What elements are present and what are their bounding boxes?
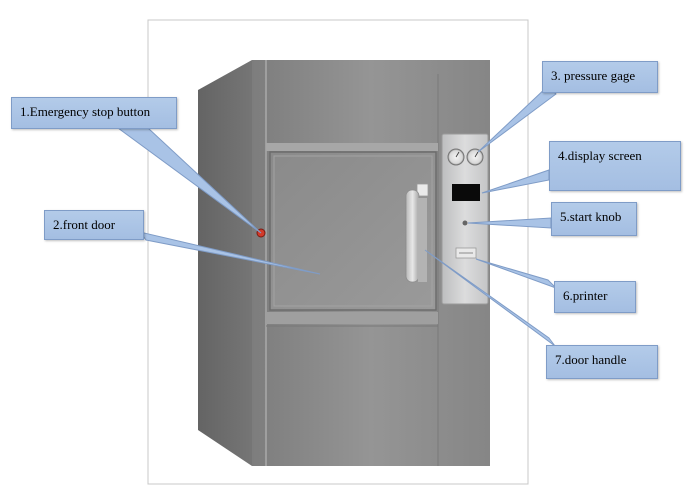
gage-needle-right	[474, 151, 479, 158]
start-knob	[462, 220, 468, 226]
callout-emergency-stop: 1.Emergency stop button	[11, 97, 177, 129]
callout-label: 3. pressure gage	[551, 68, 636, 83]
door-frame-top	[266, 143, 438, 151]
callout-pointers	[116, 85, 557, 347]
callout-display-screen: 4.display screen	[549, 141, 681, 191]
door-handle	[405, 189, 420, 283]
callout-pressure-gage: 3. pressure gage	[542, 61, 658, 93]
front-door-inset	[273, 155, 433, 307]
door-frame-bottom	[266, 312, 438, 324]
callout-door-handle: 7.door handle	[546, 345, 658, 379]
callout-label: 5.start knob	[560, 209, 622, 224]
callout-label: 1.Emergency stop button	[20, 104, 151, 119]
callout-label: 2.front door	[53, 217, 116, 232]
callout-label: 4.display screen	[558, 148, 642, 163]
handle-top-mount	[416, 183, 429, 197]
callout-label: 7.door handle	[555, 352, 627, 367]
callout-front-door: 2.front door	[44, 210, 144, 240]
control-panel	[441, 133, 489, 305]
pointer-printer	[475, 258, 557, 289]
callout-start-knob: 5.start knob	[551, 202, 637, 236]
cabinet-side	[198, 60, 266, 466]
gage-needle-left	[455, 151, 460, 158]
pointer-door-handle	[424, 249, 556, 347]
display-screen	[452, 184, 480, 201]
handle-bracket	[418, 198, 427, 282]
callout-label: 6.printer	[563, 288, 608, 303]
callout-printer: 6.printer	[554, 281, 636, 313]
